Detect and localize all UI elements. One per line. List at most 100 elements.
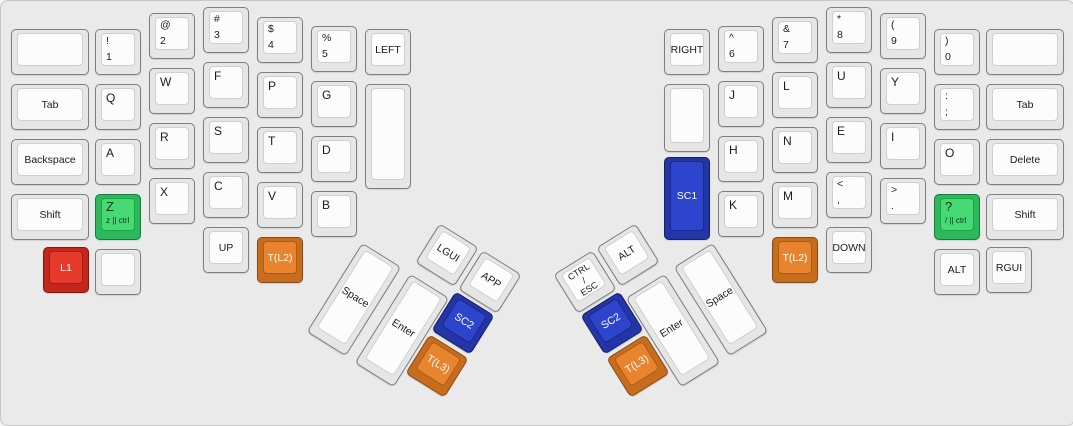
key-shift-left[interactable]: Shift <box>11 194 89 240</box>
key-paren-0[interactable]: )0 <box>934 29 980 75</box>
key-label: C <box>214 179 223 193</box>
key-greater-period[interactable]: >. <box>880 178 926 224</box>
key-hash-3[interactable]: #3 <box>203 7 249 53</box>
keycap-face: @2 <box>155 17 189 50</box>
key-tab-left[interactable]: Tab <box>11 84 89 130</box>
key-less-comma[interactable]: <, <box>826 172 872 218</box>
key-label: T(L3) <box>424 352 453 376</box>
key-label: T(L2) <box>782 251 808 264</box>
key-b[interactable]: B <box>311 191 357 237</box>
keycap-face: T(L2) <box>263 241 297 274</box>
key-label: Z <box>106 199 114 214</box>
keycap-face: L <box>778 76 812 109</box>
key-left-key[interactable]: LEFT <box>365 29 411 75</box>
key-label: J <box>729 88 735 102</box>
key-paren-9[interactable]: (9 <box>880 13 926 59</box>
keycap-face: D <box>317 140 351 173</box>
key-label: T(L3) <box>622 352 651 376</box>
keycap-face: LEFT <box>371 33 405 66</box>
key-r[interactable]: R <box>149 123 195 169</box>
key-p[interactable]: P <box>257 72 303 118</box>
key-rgui[interactable]: RGUI <box>986 247 1032 293</box>
key-blank-bottom-left[interactable] <box>95 249 141 295</box>
keycap-face: V <box>263 186 297 219</box>
key-i[interactable]: I <box>880 123 926 169</box>
keycap-face: J <box>724 85 758 118</box>
key-exclam-1[interactable]: !1 <box>95 29 141 75</box>
key-c[interactable]: C <box>203 172 249 218</box>
key-blank-tall-left[interactable] <box>365 84 411 189</box>
key-f[interactable]: F <box>203 62 249 108</box>
key-label: @ <box>160 19 171 31</box>
keycap-face <box>670 88 704 143</box>
key-dollar-4[interactable]: $4 <box>257 17 303 63</box>
key-backspace[interactable]: Backspace <box>11 139 89 185</box>
key-u[interactable]: U <box>826 62 872 108</box>
key-label: D <box>322 143 331 157</box>
key-label: V <box>268 189 277 203</box>
key-shift-right[interactable]: Shift <box>986 194 1064 240</box>
keycap-face: :; <box>940 88 974 121</box>
key-t-l2-left[interactable]: T(L2) <box>257 237 303 283</box>
key-blank-tall-right[interactable] <box>664 84 710 152</box>
key-l1[interactable]: L1 <box>43 247 89 293</box>
key-j[interactable]: J <box>718 81 764 127</box>
key-y[interactable]: Y <box>880 68 926 114</box>
key-question-ctrl[interactable]: ?/ || ctrl <box>934 194 980 240</box>
key-alt-right[interactable]: ALT <box>934 249 980 295</box>
key-label: CTRL <box>565 260 591 282</box>
key-l[interactable]: L <box>772 72 818 118</box>
key-label: Delete <box>1009 153 1041 166</box>
key-label: H <box>729 143 738 157</box>
key-e[interactable]: E <box>826 117 872 163</box>
key-x[interactable]: X <box>149 178 195 224</box>
keycap-face: Q <box>101 88 135 121</box>
key-t[interactable]: T <box>257 127 303 173</box>
keycap-face: Tab <box>992 88 1058 121</box>
keycap-face: I <box>886 127 920 160</box>
key-d[interactable]: D <box>311 136 357 182</box>
key-t-l2-right[interactable]: T(L2) <box>772 237 818 283</box>
key-label: U <box>837 69 846 83</box>
keycap-face: Delete <box>992 143 1058 176</box>
key-label: Enter <box>389 316 418 341</box>
key-at-2[interactable]: @2 <box>149 13 195 59</box>
keycap-face: DOWN <box>832 231 866 264</box>
key-m[interactable]: M <box>772 182 818 228</box>
key-caret-6[interactable]: ^6 <box>718 26 764 72</box>
key-n[interactable]: N <box>772 127 818 173</box>
key-amp-7[interactable]: &7 <box>772 17 818 63</box>
key-delete[interactable]: Delete <box>986 139 1064 185</box>
key-sc1[interactable]: SC1 <box>664 157 710 240</box>
key-blank-top-right[interactable] <box>986 29 1064 75</box>
keycap-face: R <box>155 127 189 160</box>
key-h[interactable]: H <box>718 136 764 182</box>
key-k[interactable]: K <box>718 191 764 237</box>
key-a[interactable]: A <box>95 139 141 185</box>
key-label: ; <box>945 106 948 118</box>
key-label: 0 <box>945 51 951 63</box>
key-w[interactable]: W <box>149 68 195 114</box>
key-down[interactable]: DOWN <box>826 227 872 273</box>
key-percent-5[interactable]: %5 <box>311 26 357 72</box>
keycap-face: T <box>263 131 297 164</box>
keycap-face: G <box>317 85 351 118</box>
key-tab-right[interactable]: Tab <box>986 84 1064 130</box>
key-asterisk-8[interactable]: *8 <box>826 7 872 53</box>
key-right-key[interactable]: RIGHT <box>664 29 710 75</box>
key-label: SC2 <box>452 310 477 332</box>
keycap-face: %5 <box>317 30 351 63</box>
key-blank-top-left[interactable] <box>11 29 89 75</box>
key-q[interactable]: Q <box>95 84 141 130</box>
keycap-face: Tab <box>17 88 83 121</box>
key-label: Q <box>106 91 116 105</box>
key-o[interactable]: O <box>934 139 980 185</box>
key-label: ^ <box>729 32 734 44</box>
key-colon-semicolon[interactable]: :; <box>934 84 980 130</box>
key-g[interactable]: G <box>311 81 357 127</box>
key-v[interactable]: V <box>257 182 303 228</box>
key-up[interactable]: UP <box>203 227 249 273</box>
key-s[interactable]: S <box>203 117 249 163</box>
